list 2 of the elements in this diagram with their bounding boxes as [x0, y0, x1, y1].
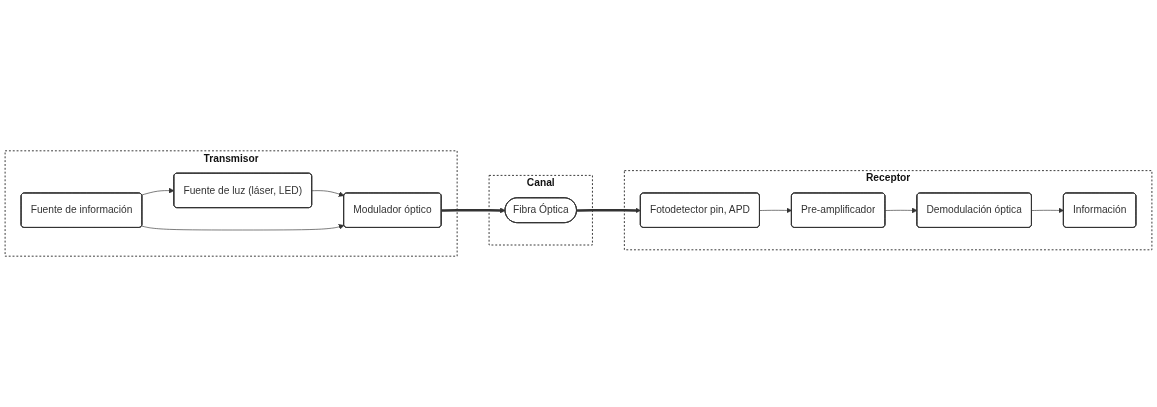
arrow	[576, 207, 641, 214]
arrow	[441, 207, 506, 214]
